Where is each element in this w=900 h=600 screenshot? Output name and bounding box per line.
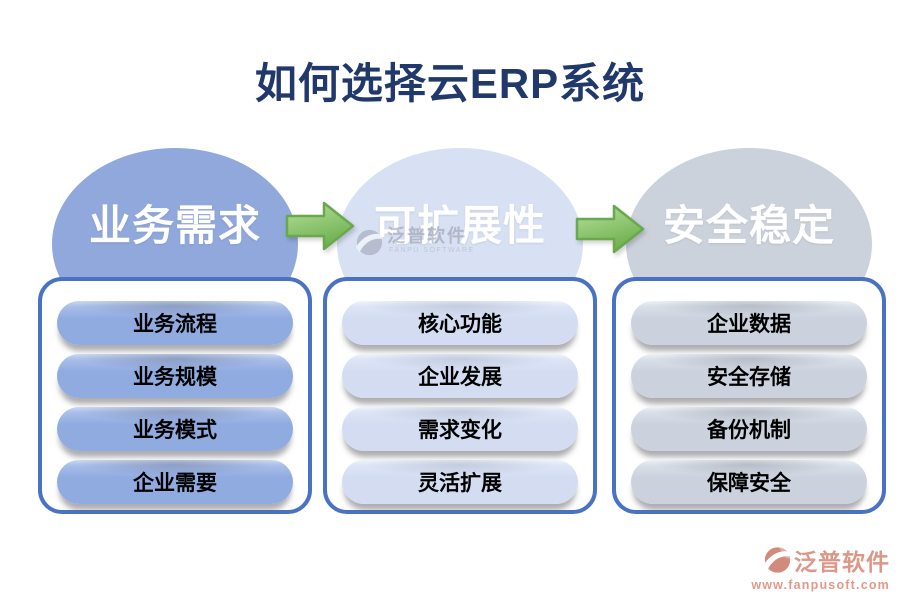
footer-url-text: www.fanpusoft.com xyxy=(751,578,890,592)
column-scalability: 可扩展性 核心功能 企业发展 需求变化 灵活扩展 xyxy=(323,0,597,600)
center-watermark: 泛普软件 FANPU SOFTWARE xyxy=(356,226,475,256)
arrow-right-icon xyxy=(285,201,355,251)
list-item: 企业需要 xyxy=(57,460,293,504)
list-item: 核心功能 xyxy=(342,301,578,345)
list-item: 保障安全 xyxy=(631,460,867,504)
list-item: 企业数据 xyxy=(631,301,867,345)
footer-watermark: 泛普软件 www.fanpusoft.com xyxy=(751,543,890,592)
list-item: 企业发展 xyxy=(342,354,578,398)
column-panel: 核心功能 企业发展 需求变化 灵活扩展 xyxy=(323,277,597,514)
list-item: 需求变化 xyxy=(342,407,578,451)
arrow-right-icon xyxy=(575,204,645,254)
footer-brand-row: 泛普软件 xyxy=(751,543,890,577)
fanpu-logo-icon xyxy=(764,547,791,573)
list-item: 业务流程 xyxy=(57,301,293,345)
fanpu-logo-icon xyxy=(356,229,383,256)
column-panel: 业务流程 业务规模 业务模式 企业需要 xyxy=(38,277,312,514)
list-item: 安全存储 xyxy=(631,354,867,398)
footer-brand-text: 泛普软件 xyxy=(794,549,890,575)
column-header-label: 业务需求 xyxy=(88,201,261,249)
column-header-label: 可扩展性 xyxy=(373,201,546,249)
center-watermark-texts: 泛普软件 FANPU SOFTWARE xyxy=(387,226,475,254)
column-security-stability: 安全稳定 企业数据 安全存储 备份机制 保障安全 xyxy=(612,0,886,600)
list-item: 灵活扩展 xyxy=(342,460,578,504)
page-title: 如何选择云ERP系统 xyxy=(254,60,646,107)
watermark-subtext: FANPU SOFTWARE xyxy=(389,247,475,254)
column-header-label: 安全稳定 xyxy=(662,201,835,249)
column-business-needs: 业务需求 业务流程 业务规模 业务模式 企业需要 xyxy=(38,0,312,600)
list-item: 业务规模 xyxy=(57,354,293,398)
list-item: 备份机制 xyxy=(631,407,867,451)
list-item: 业务模式 xyxy=(57,407,293,451)
watermark-brand-text: 泛普软件 xyxy=(387,226,467,246)
column-panel: 企业数据 安全存储 备份机制 保障安全 xyxy=(612,277,886,514)
